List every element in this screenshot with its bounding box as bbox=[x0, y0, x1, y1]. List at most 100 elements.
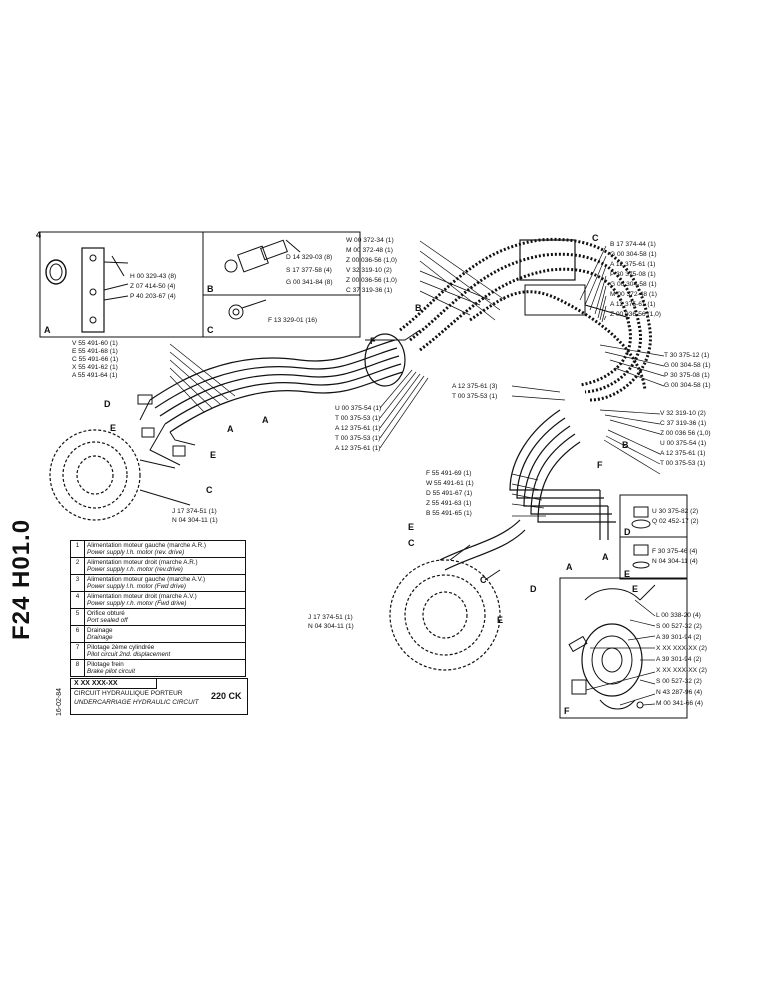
part-callout: F 30 375-46 (4) bbox=[652, 548, 698, 555]
legend-number: 2 bbox=[70, 557, 85, 575]
callout-group-left-top: V 55 491-60 (1)E 55 491-68 (1)C 55 491-6… bbox=[72, 340, 118, 380]
part-callout: Z 00 036 56 (1,0) bbox=[660, 430, 711, 437]
mark-d-center: D bbox=[530, 584, 537, 594]
corner-marker: 4 bbox=[36, 230, 42, 240]
legend-text-english: Port sealed off bbox=[87, 617, 128, 624]
callout-group-mid-center: U 00 375-54 (1)T 00 375-53 (1)A 12 375-6… bbox=[335, 405, 381, 455]
legend-text-english: Power supply r.h. motor (Fwd drive) bbox=[87, 600, 187, 607]
part-callout: M 00 341-66 (4) bbox=[656, 700, 703, 707]
callout-group-top-center: W 00 372-34 (1)M 00 372-48 (1)Z 00 036-5… bbox=[346, 237, 397, 297]
part-callout: U 00 375-54 (1) bbox=[660, 440, 707, 447]
part-callout: C 37 319-36 (1) bbox=[660, 420, 707, 427]
part-callout: T 30 375-12 (1) bbox=[664, 352, 710, 359]
legend-text-french: Drainage bbox=[87, 627, 113, 634]
legend-number: 3 bbox=[70, 574, 85, 592]
part-callout: T 00 375-53 (1) bbox=[335, 435, 381, 442]
callout-group-center-lower: F 55 491-69 (1)W 55 491-61 (1)D 55 491-6… bbox=[426, 470, 474, 520]
part-callout: B 55 491-65 (1) bbox=[426, 510, 472, 517]
legend-description: Alimentation moteur droit (marche A.R.)P… bbox=[84, 557, 246, 575]
detail-letter-a: A bbox=[44, 325, 51, 335]
detail-letter-e: E bbox=[624, 569, 631, 579]
legend-number: 8 bbox=[70, 659, 85, 677]
legend-text-french: Alimentation moteur gauche (marche A.R.) bbox=[87, 542, 206, 549]
detail-letter-f: F bbox=[564, 706, 570, 716]
legend-number: 7 bbox=[70, 642, 85, 660]
mark-a-left2: A bbox=[262, 415, 269, 425]
part-callout: Q 02 452-17 (2) bbox=[652, 518, 699, 525]
part-callout: G 00 304-58 (1) bbox=[664, 362, 711, 369]
part-label: Z 07 414-50 (4) bbox=[130, 283, 176, 290]
part-callout: M 00 372-48 (1) bbox=[610, 291, 657, 298]
part-callout: T 00 375-53 (1) bbox=[660, 460, 706, 467]
part-callout: S 00 527-32 (2) bbox=[656, 678, 702, 685]
legend-text-french: Alimentation moteur droit (marche A.V.) bbox=[87, 593, 197, 600]
part-callout: B 17 374-44 (1) bbox=[610, 241, 656, 248]
mark-a-right2: A bbox=[602, 552, 609, 562]
part-callout: V 32 319-10 (2) bbox=[660, 410, 706, 417]
part-callout: M 00 372-48 (1) bbox=[346, 247, 393, 254]
part-label: P 40 203-67 (4) bbox=[130, 293, 176, 300]
legend-text-french: Alimentation moteur gauche (marche A.V.) bbox=[87, 576, 206, 583]
part-callout: X 55 491-62 (1) bbox=[72, 364, 118, 371]
detail-letter-d: D bbox=[624, 527, 631, 537]
part-callout: J 17 374-51 (1) bbox=[172, 508, 217, 515]
mark-c-top: C bbox=[592, 233, 599, 243]
part-callout: A 12 375-61 (3) bbox=[452, 383, 498, 390]
mark-c-center2: C bbox=[480, 575, 487, 585]
part-callout: Z 55 491-63 (1) bbox=[426, 500, 472, 507]
mark-f-top: F bbox=[370, 336, 376, 346]
part-callout: S 00 527-32 (2) bbox=[656, 623, 702, 630]
part-label: H 00 329-43 (8) bbox=[130, 273, 177, 280]
part-callout: U 00 375-54 (1) bbox=[335, 405, 382, 412]
part-label: G 00 341-84 (8) bbox=[286, 279, 333, 286]
legend-number: 5 bbox=[70, 608, 85, 626]
part-callout: Z 00 036-56 (1,0) bbox=[346, 257, 397, 264]
part-callout: G 00 304-58 (1) bbox=[664, 382, 711, 389]
legend-text-english: Pilot circuit 2nd. displacement bbox=[87, 651, 171, 658]
part-callout: A 55 491-64 (1) bbox=[72, 372, 118, 379]
callout-group-box-e: F 30 375-46 (4)N 04 304-11 (4) bbox=[652, 548, 698, 568]
part-callout: T 00 375-53 (1) bbox=[452, 393, 498, 400]
legend-text-english: Brake pilot circuit bbox=[87, 668, 135, 675]
mark-c-left: C bbox=[206, 485, 213, 495]
part-label: D 14 329-03 (8) bbox=[286, 254, 333, 261]
legend-text-english: Drainage bbox=[87, 634, 113, 641]
mark-e-f: E bbox=[632, 584, 639, 594]
legend-description: Alimentation moteur droit (marche A.V.)P… bbox=[84, 591, 246, 609]
part-callout: Z 00 036-56 (1,0) bbox=[610, 311, 661, 318]
part-callout: N 04 304-11 (1) bbox=[172, 517, 218, 524]
part-callout: G 00 304-58 (1) bbox=[610, 251, 657, 258]
sheet-date: 16-02-84 bbox=[56, 687, 63, 716]
part-callout: F 55 491-69 (1) bbox=[426, 470, 472, 477]
mark-a-right: A bbox=[566, 562, 573, 572]
part-callout: A 39 301-94 (2) bbox=[656, 656, 702, 663]
mark-c-center: C bbox=[408, 538, 415, 548]
legend-text-french: Pilotage frein bbox=[87, 661, 124, 668]
callout-group-right-lower: V 32 319-10 (2) C 37 319-36 (1) Z 00 036 5… bbox=[660, 410, 711, 470]
mark-e-center2: E bbox=[497, 615, 504, 625]
part-callout: V 55 491-60 (1) bbox=[72, 340, 118, 347]
part-callout: A 12 375-61 (1) bbox=[660, 450, 706, 457]
part-callout: C 37 319-36 (1) bbox=[346, 287, 393, 294]
part-callout: P 30 375-08 (1) bbox=[664, 372, 710, 379]
legend-description: Alimentation moteur gauche (marche A.R.)… bbox=[84, 540, 246, 558]
part-callout: T 00 375-53 (1) bbox=[335, 415, 381, 422]
legend-description: Alimentation moteur gauche (marche A.V.)… bbox=[84, 574, 246, 592]
part-label: F 13 329-01 (16) bbox=[268, 317, 318, 324]
detail-letter-c: C bbox=[207, 325, 214, 335]
part-callout: A 39 301-94 (2) bbox=[656, 634, 702, 641]
part-callout: N 43 287-96 (4) bbox=[656, 689, 703, 696]
part-callout: C 55 491-66 (1) bbox=[72, 356, 119, 363]
part-callout: G 00 304-58 (1) bbox=[610, 281, 657, 288]
